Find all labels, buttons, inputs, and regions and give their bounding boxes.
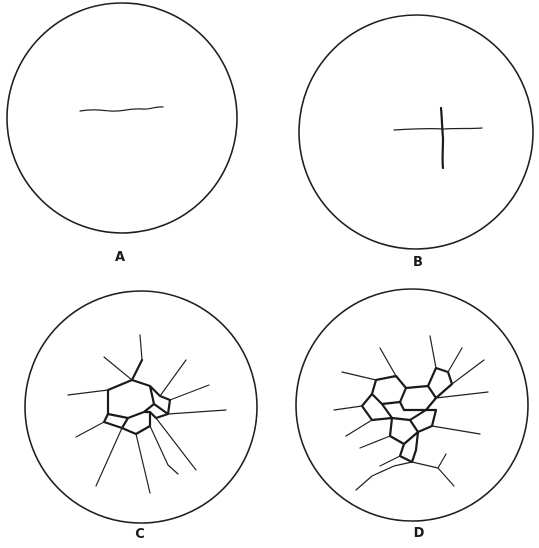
panel-a-disc	[7, 3, 237, 233]
panel-b-label: B	[413, 255, 423, 270]
panel-c: C	[25, 291, 257, 542]
panel-d-disc	[296, 289, 528, 521]
panel-a: A	[7, 3, 237, 265]
panel-d-label: D	[414, 526, 425, 541]
panel-d: D	[296, 289, 528, 541]
panel-b-horizontal-crack	[394, 128, 482, 130]
panel-d-polygon-cells	[362, 368, 452, 462]
panel-b-disc	[299, 15, 533, 249]
panel-c-label: C	[135, 527, 145, 542]
panel-c-disc	[25, 291, 257, 523]
panel-a-horizontal-crack	[80, 107, 163, 111]
panel-a-label: A	[115, 250, 125, 265]
panel-b: B	[299, 15, 533, 270]
panel-b-vertical-crack	[441, 108, 443, 168]
panel-c-radiating-cracks	[68, 335, 226, 493]
panel-d-radiating-cracks	[334, 336, 488, 490]
